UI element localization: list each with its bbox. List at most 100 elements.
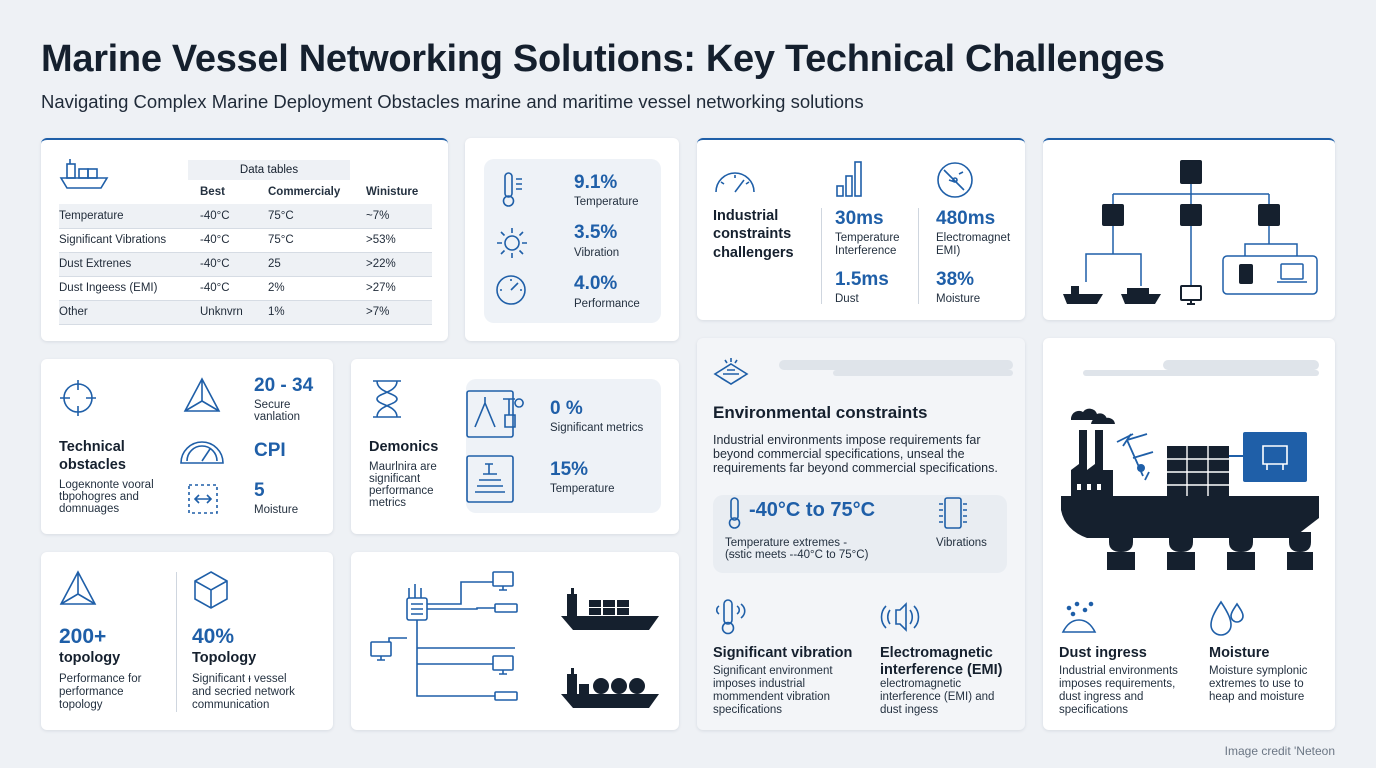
topology-percent-desc-2: and secried network [192, 686, 295, 698]
emi-desc-3: dust ingess [880, 704, 939, 716]
secure-label-2: vanlation [254, 411, 301, 423]
moisture-desc-2: extremes to use to [1209, 678, 1304, 690]
demonics-desc-4: metrics [369, 497, 407, 509]
table-cell: 25 [268, 252, 366, 277]
dust-label: Dust [835, 293, 859, 305]
moisture-count-label: Moisture [254, 504, 299, 516]
vibration-chip-icon [937, 496, 969, 530]
tanker-ship-icon [559, 666, 661, 712]
network-diagram-card [1043, 138, 1335, 320]
environmental-constraints-card: Environmental constraints Industrial env… [697, 338, 1025, 730]
moisture-desc-1: Moisture symplonic [1209, 665, 1308, 677]
technical-desc-2: tbpohogres and [59, 491, 139, 503]
interference-label-2: Interference [835, 245, 897, 257]
dust-ingress-desc-1: Industrial environments [1059, 665, 1178, 677]
water-drops-icon [1209, 598, 1245, 638]
column-header: Best [200, 186, 225, 198]
table-cell: >7% [366, 300, 432, 325]
industrial-ship-illustration [1057, 400, 1323, 578]
bar-chart-icon [835, 160, 863, 198]
moisture-value: 38% [936, 269, 975, 290]
interference-label-1: Temperature [835, 232, 900, 244]
image-credit: Image credit 'Neteon [1224, 744, 1335, 758]
moisture-heading: Moisture [1209, 645, 1270, 661]
industrial-heading-1: Industrial [713, 208, 779, 224]
layers-icon [713, 356, 749, 390]
equipment-icon [465, 454, 515, 504]
resize-icon [185, 481, 221, 517]
table-cell: -40°C [200, 276, 268, 301]
performance-metric-value: 4.0% [574, 273, 618, 294]
environmental-desc-1: Industrial environments impose requireme… [713, 433, 981, 447]
table-row-label: Other [59, 300, 200, 325]
topology-percent-value: 40% [192, 625, 235, 648]
temperature-metric-value: 9.1% [574, 172, 618, 193]
emi-desc-1: electromagnetic [880, 678, 962, 690]
electromagnet-value: 480ms [936, 208, 996, 229]
metrics-card: 9.1% Temperature 3.5% Vibration 4.0% Per… [465, 138, 679, 341]
gauge-icon [495, 274, 527, 306]
temperature-metric-label: Temperature [574, 196, 639, 208]
vibrations-label: Vibrations [936, 537, 987, 549]
network-switch-diagram [369, 568, 529, 716]
electromagnet-label-2: EMI) [936, 245, 961, 257]
environmental-desc-2: beyond commercial specifications, unseal… [713, 447, 965, 461]
dial-icon [177, 429, 227, 467]
table-cell: 1% [268, 300, 366, 325]
demonics-desc-1: Maurlnira are [369, 461, 437, 473]
table-cell: 75°C [268, 228, 366, 253]
demonics-desc-3: performance [369, 485, 434, 497]
table-cell: >53% [366, 228, 432, 253]
temperature-range-label-2: (ᵴstic meets --40°C to 75°C) [725, 549, 869, 561]
moisture-count-value: 5 [254, 480, 265, 501]
table-row-label: Temperature [59, 204, 200, 229]
speaker-waves-icon [880, 600, 920, 634]
crosshair-icon [59, 379, 97, 417]
dust-ingress-desc-4: specifications [1059, 704, 1129, 716]
demonics-temperature-label: Temperature [550, 483, 615, 495]
ship-icon [59, 158, 109, 190]
temperature-range-label-1: Temperature extremes - [725, 537, 848, 549]
industrial-constraints-card: Industrial constraints challengers 30ms … [697, 138, 1025, 320]
industrial-heading-3: challengers [713, 245, 794, 261]
page-subtitle: Navigating Complex Marine Deployment Obs… [41, 91, 864, 112]
dust-ingress-desc-3: dust ingress and [1059, 691, 1144, 703]
technical-desc-1: Logeκnonte vooral [59, 479, 154, 491]
network-topology-icon [1057, 158, 1321, 308]
technical-desc-3: domnuages [59, 503, 120, 515]
industrial-heading-2: constraints [713, 226, 792, 242]
gear-icon [495, 226, 529, 260]
electromagnet-label-1: Electromagnet [936, 232, 1011, 244]
table-row-label: Dust Ingeess (EMI) [59, 276, 200, 301]
moisture-label: Moisture [936, 293, 981, 305]
radar-icon [935, 160, 975, 200]
pyramid-icon [59, 570, 97, 606]
table-cell: -40°C [200, 204, 268, 229]
technical-heading-2: obstacles [59, 457, 126, 473]
demonics-card: Demonics Maurlnira are significant perfo… [351, 359, 679, 534]
column-header: Winisture [366, 186, 419, 198]
table-cell: >22% [366, 252, 432, 277]
topology-percent-desc-3: communication [192, 699, 270, 711]
table-cell: 75°C [268, 204, 366, 229]
temperature-range-value: -40°C to 75°C [749, 499, 876, 521]
dust-value: 1.5ms [835, 269, 889, 290]
vibration-metric-label: Vibration [574, 247, 620, 259]
significant-metrics-label: Significant metrics [550, 422, 644, 434]
vibration-desc-4: specifications [713, 704, 783, 716]
environmental-heading: Environmental constraints [713, 403, 928, 422]
vibration-desc-2: imposes industrial [713, 678, 806, 690]
demonics-heading: Demonics [369, 439, 439, 455]
significant-metrics-value: 0 % [550, 398, 583, 419]
circuit-board-icon [465, 389, 531, 439]
vibration-metric-value: 3.5% [574, 222, 618, 243]
performance-metric-label: Performance [574, 298, 640, 310]
ship-illustration-card: Dust ingress Industrial environments imp… [1043, 338, 1335, 730]
vibration-heading: Significant vibration [713, 645, 853, 661]
container-ship-icon [559, 586, 661, 632]
technical-obstacles-card: Technical obstacles Logeκnonte vooral tb… [41, 359, 333, 534]
topology-count-value: 200+ [59, 625, 107, 648]
